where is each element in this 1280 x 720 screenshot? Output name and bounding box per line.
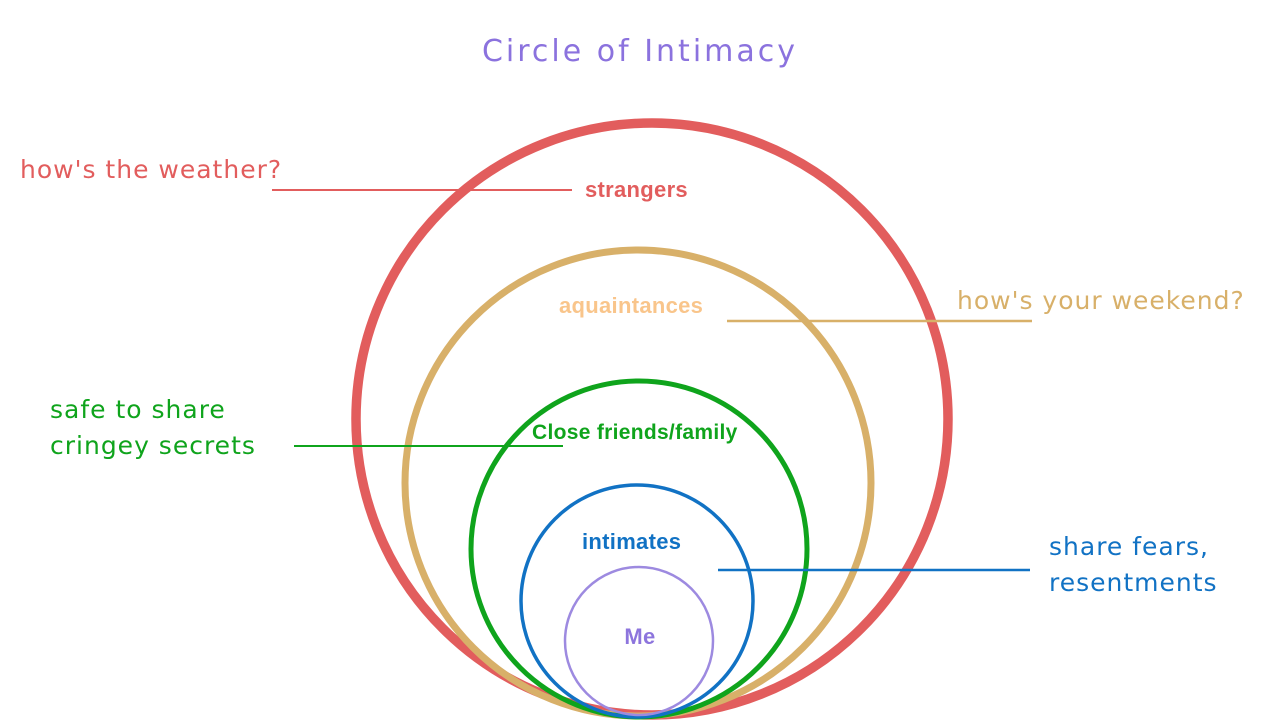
me-label: Me [624,624,656,649]
me-ring [563,565,715,717]
intimates-annotation-line2: resentments [1049,568,1218,597]
acquaintances-annotation: how's your weekend? [957,286,1245,315]
close-friends-label: Close friends/family [532,421,738,444]
close-friends-annotation: safe to share cringey secrets [50,392,256,464]
strangers-label: strangers [585,177,688,202]
intimates-ring [519,483,755,719]
strangers-annotation: how's the weather? [20,155,283,184]
acquaintances-label: aquaintances [559,293,704,318]
close-friends-annotation-line1: safe to share [50,395,226,424]
diagram-title: Circle of Intimacy [481,34,799,69]
intimates-annotation-line1: share fears, [1049,532,1209,561]
intimates-label: intimates [582,529,682,554]
intimates-annotation: share fears, resentments [1049,529,1218,601]
close-friends-annotation-line2: cringey secrets [50,431,256,460]
